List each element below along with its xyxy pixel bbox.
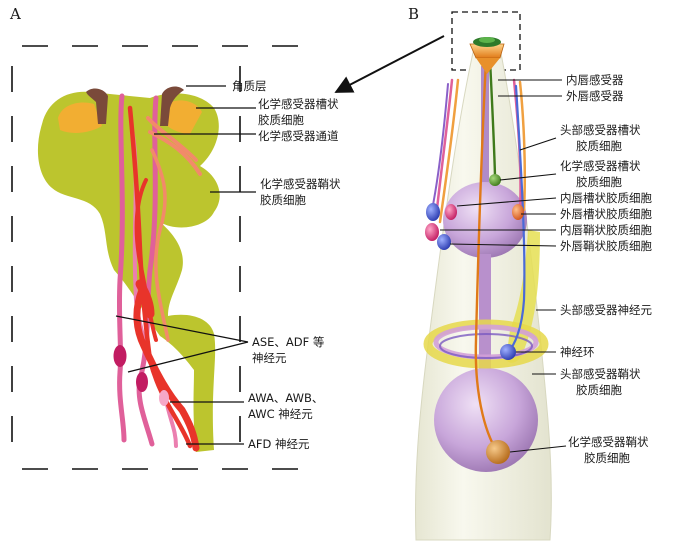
label-nerve-ring: 神经环 bbox=[560, 345, 595, 359]
right-sensory-ending bbox=[160, 100, 202, 134]
neuron-salmon-1 bbox=[146, 116, 202, 176]
pharynx bbox=[434, 66, 538, 472]
panel-b: B bbox=[408, 5, 652, 541]
label-amphid-sheath-b-line1: 化学感受器鞘状 bbox=[568, 435, 649, 449]
left-cuticle bbox=[86, 88, 108, 124]
label-il-sheath: 内唇鞘状胶质细胞 bbox=[560, 223, 652, 237]
panel-a-leaders bbox=[115, 85, 256, 445]
label-amphid-socket-b-line1: 化学感受器槽状 bbox=[560, 159, 641, 173]
label-amphid-socket-b-line2: 胶质细胞 bbox=[576, 175, 622, 189]
ol-socket-cell-right bbox=[512, 204, 524, 220]
awa-neuron-soma bbox=[159, 390, 169, 406]
amphid-sheath-soma bbox=[486, 440, 510, 464]
label-amphid-socket-line1: 化学感受器槽状 bbox=[258, 97, 339, 111]
zoom-arrow bbox=[334, 35, 445, 93]
head-cap bbox=[469, 37, 505, 74]
neuron-red-2 bbox=[134, 178, 158, 342]
label-awa-awb-line2: AWC 神经元 bbox=[248, 407, 313, 421]
label-cephalic-socket-line2: 胶质细胞 bbox=[576, 139, 622, 153]
label-ase-adf-line2: 神经元 bbox=[252, 351, 287, 365]
label-amphid-socket-line2: 胶质细胞 bbox=[258, 113, 304, 127]
panel-b-leaders bbox=[440, 79, 567, 453]
anterior-bulb bbox=[443, 182, 527, 258]
amphid-glia-shape bbox=[37, 91, 220, 452]
neuron-salmon-2 bbox=[150, 148, 170, 342]
neuron-pink-1 bbox=[116, 93, 127, 443]
label-cephalic-sheath-line2: 胶质细胞 bbox=[576, 383, 622, 397]
panel-b-dendrites bbox=[431, 58, 527, 454]
label-cephalic-socket-line1: 头部感受器槽状 bbox=[560, 123, 641, 137]
panel-b-letter: B bbox=[408, 5, 419, 23]
left-sensory-ending bbox=[58, 102, 102, 133]
label-amphid-sheath-line1: 化学感受器鞘状 bbox=[260, 177, 341, 191]
dendrite-pink-left bbox=[434, 78, 454, 220]
ol-socket-cell-left bbox=[445, 204, 457, 220]
label-ol-socket: 外唇槽状胶质细胞 bbox=[560, 207, 652, 221]
label-amphid-sheath-b-line2: 胶质细胞 bbox=[584, 451, 630, 465]
label-afd: AFD 神经元 bbox=[248, 437, 310, 451]
label-cephalic-neuron: 头部感受器神经元 bbox=[560, 303, 652, 317]
label-amphid-channel: 化学感受器通道 bbox=[258, 129, 339, 143]
label-il-socket: 内唇槽状胶质细胞 bbox=[560, 191, 652, 205]
label-outer-labial-receptor: 外唇感受器 bbox=[566, 89, 624, 103]
dendrite-blue-right bbox=[506, 84, 526, 354]
panel-a: A bbox=[9, 5, 341, 470]
label-amphid-sheath-line2: 胶质细胞 bbox=[260, 193, 306, 207]
dendrite-green bbox=[488, 58, 497, 178]
panel-a-letter: A bbox=[9, 5, 21, 23]
dendrite-orange-right bbox=[518, 80, 527, 212]
dendrite-orange-left bbox=[438, 78, 460, 224]
label-ol-sheath: 外唇鞘状胶质细胞 bbox=[560, 239, 652, 253]
cephalic-neuron-soma bbox=[500, 344, 516, 360]
right-cuticle bbox=[160, 86, 184, 126]
posterior-bulb bbox=[434, 368, 538, 472]
label-cuticle: 角质层 bbox=[232, 79, 267, 93]
label-awa-awb-line1: AWA、AWB、 bbox=[248, 391, 323, 405]
label-cephalic-sheath-line1: 头部感受器鞘状 bbox=[560, 367, 641, 381]
amphid-socket-cell bbox=[489, 174, 501, 186]
ase-neuron-soma bbox=[113, 345, 127, 367]
nerve-ring bbox=[423, 319, 549, 369]
label-ase-adf-line1: ASE、ADF 等 bbox=[252, 335, 324, 349]
label-inner-labial-receptor: 内唇感受器 bbox=[566, 73, 624, 87]
amphid-dendrite-orange bbox=[474, 58, 500, 454]
ase-neuron-soma-2 bbox=[136, 372, 148, 392]
panel-a-dashed-frame bbox=[11, 45, 300, 470]
dendrite-purple-left bbox=[431, 83, 449, 211]
ol-sheath-cell bbox=[437, 234, 451, 250]
il-socket-cell-left bbox=[426, 203, 440, 221]
il-sheath-cell bbox=[425, 223, 439, 241]
panel-a-neurons bbox=[116, 93, 202, 452]
afd-soma-top bbox=[135, 279, 155, 319]
